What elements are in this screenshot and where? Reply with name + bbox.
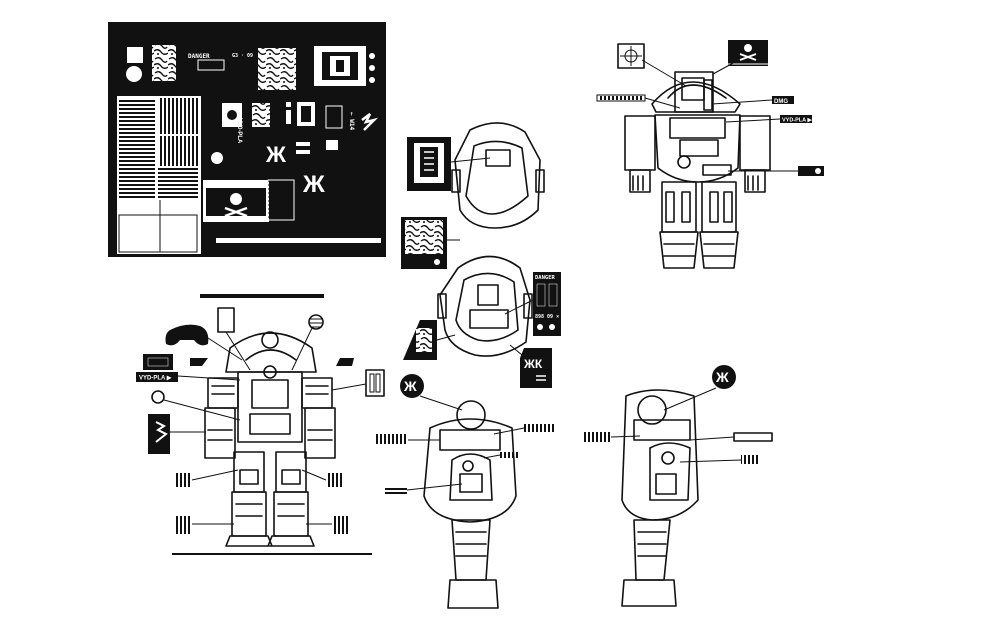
robot-decal-map: [172, 294, 372, 555]
canopy-part-upper: [451, 122, 545, 229]
danger-panel-label: DANGER: [535, 275, 556, 281]
squad-label: VYD-PLA ▶: [782, 117, 812, 124]
robot-front-decals: DMG VYD-PLA ▶: [596, 40, 824, 176]
canopy-upper-decals: [401, 137, 491, 269]
side-insignia: Ж: [715, 369, 729, 385]
sheet-skull-flag: [203, 180, 269, 222]
sticker-sheet: DANGER G3 · 09 ← W14 VY0-PLA Ж Ж: [108, 22, 386, 257]
sheet-danger-label: DANGER: [188, 53, 210, 60]
robot-back-decals: Ж: [374, 374, 554, 494]
robot-side-decals: Ж: [583, 365, 773, 464]
sheet-side-text: ← W14: [348, 112, 355, 130]
danger-panel-decal: DANGER 898 09 ×: [533, 272, 561, 336]
sheet-danger-code: G3 · 09: [232, 53, 253, 59]
danger-panel-code: 898 09 ×: [535, 314, 559, 320]
code-tag: DMG: [774, 99, 788, 105]
sheet-insignia-large: Ж: [302, 171, 325, 198]
canopy-lower-decals: DANGER 898 09 × ЖК: [403, 272, 561, 388]
back-insignia: Ж: [403, 378, 417, 394]
skull-flag-decal: [728, 40, 768, 66]
sheet-patch-text: VY0-PLA: [236, 118, 242, 144]
target-decal: [617, 43, 645, 69]
sheet-panel-decal: [314, 46, 366, 86]
robot-back-view: [423, 400, 517, 609]
squad-label-alt: VYD-PLA ▶: [139, 375, 172, 382]
lower-insignia: ЖК: [523, 357, 543, 371]
robot-side-view: [621, 389, 699, 607]
robot-decal-map-callouts: VYD-PLA ▶: [136, 307, 385, 534]
canopy-part-lower: [437, 255, 533, 357]
sheet-insignia: Ж: [265, 142, 286, 167]
